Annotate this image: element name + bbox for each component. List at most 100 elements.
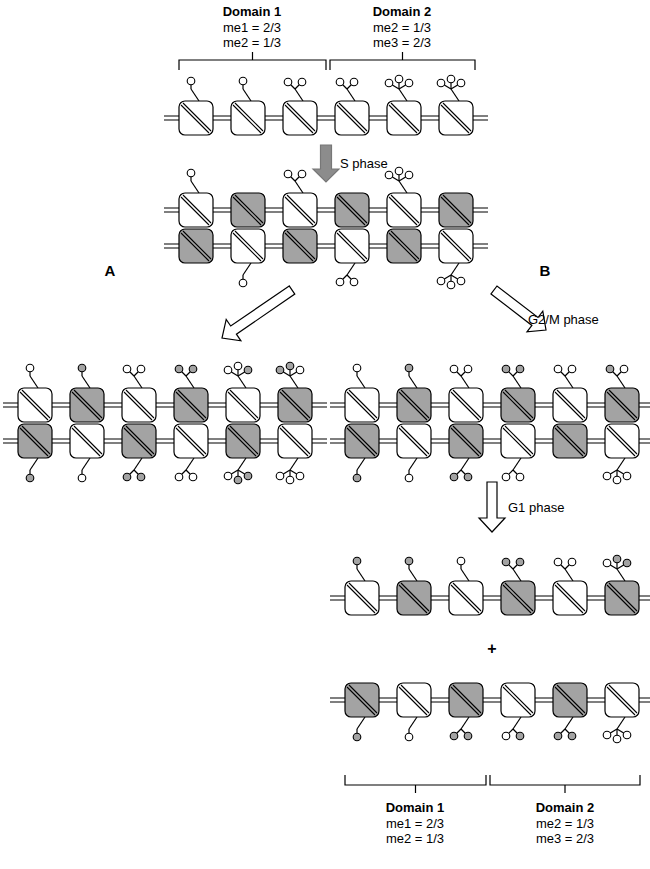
methyl-mark [516,558,524,566]
dna-wrap [503,428,531,456]
dna-wrap [607,585,635,613]
dna-wrap [607,428,635,456]
dna-wrap [339,231,367,259]
methyl-fraction: me2 = 1/3 [373,20,431,35]
dna-wrap [607,392,635,420]
histone-tail [186,458,194,470]
methyl-mark [502,558,510,566]
nucleosome [18,424,52,458]
methyl-mark [516,473,524,481]
nucleosome [283,101,317,135]
dna-wrap [399,428,427,456]
methyl-mark [353,557,361,565]
dna-wrap [347,687,375,715]
methyl-mark [405,79,413,87]
methyl-mark [234,476,242,484]
dna-wrap [441,105,469,133]
methyl-mark [296,366,304,374]
methyl-mark [336,278,344,286]
methyl-mark [26,474,34,482]
nucleosome [605,581,639,615]
dna-wrap [609,426,637,454]
nucleosome [335,229,369,263]
nucleosome [174,424,208,458]
nucleosome [278,424,312,458]
nucleosome [387,101,421,135]
dna-wrap [401,583,429,611]
methyl-mark [437,277,445,285]
methyl-mark [464,365,472,373]
histone-tail [461,717,469,729]
dna-wrap [287,103,315,131]
dna-wrap [72,428,100,456]
dna-wrap [124,392,152,420]
histone-tail [513,569,521,581]
dna-wrap [443,103,471,131]
nucleosome [345,581,379,615]
histone-tail [617,569,625,581]
histone-tail [295,181,303,193]
methyl-mark [516,365,524,373]
methyl-mark [603,731,611,739]
histone-tail [30,376,38,388]
histone-tail [134,376,142,388]
histone-tail [243,89,251,101]
phase-label: G2/M phase [528,312,599,327]
phase-arrow [313,145,339,182]
chromatin-row [3,424,327,484]
histone-tail [617,376,625,388]
dna-wrap [349,685,377,713]
dna-wrap [235,103,263,131]
nucleosome [439,101,473,135]
dna-wrap [280,392,308,420]
histone-tail [461,458,469,470]
methyl-mark [568,365,576,373]
dna-wrap [178,390,206,418]
dna-wrap [282,390,310,418]
phase-arrow [479,482,505,532]
dna-wrap [126,390,154,418]
histone-tail [191,181,199,193]
dna-wrap [337,105,365,133]
dna-wrap [233,233,261,261]
dna-wrap [347,428,375,456]
histone-tail [565,569,573,581]
nucleosome [605,424,639,458]
methyl-mark [450,473,458,481]
domain-bracket [330,52,475,70]
dna-wrap [505,426,533,454]
methyl-mark [516,732,524,740]
nucleosome [397,683,431,717]
dna-wrap [178,426,206,454]
dna-wrap [287,231,315,259]
methyl-mark [298,78,306,86]
methyl-mark [298,170,306,178]
nucleosome [345,424,379,458]
methyl-mark [613,555,621,563]
methyl-mark [447,75,455,83]
dna-wrap [607,687,635,715]
dna-wrap [230,426,258,454]
nucleosome [397,581,431,615]
dna-wrap [20,392,48,420]
histone-tail [409,458,417,470]
histone-tail [347,263,355,275]
nucleosome [439,229,473,263]
dna-wrap [285,233,313,261]
dna-wrap [126,426,154,454]
dna-wrap [401,685,429,713]
methyl-mark [620,365,628,373]
dna-wrap [285,105,313,133]
methyl-mark [189,365,197,373]
dna-wrap [349,390,377,418]
nucleosome [397,424,431,458]
methyl-mark [603,559,611,567]
histone-tail [243,263,251,275]
nucleosome [387,229,421,263]
methyl-mark [554,558,562,566]
domain-heading: Domain 1 [223,4,282,19]
methyl-mark [502,473,510,481]
histone-tail [461,376,469,388]
dna-wrap [176,428,204,456]
histone-tail [238,458,246,470]
